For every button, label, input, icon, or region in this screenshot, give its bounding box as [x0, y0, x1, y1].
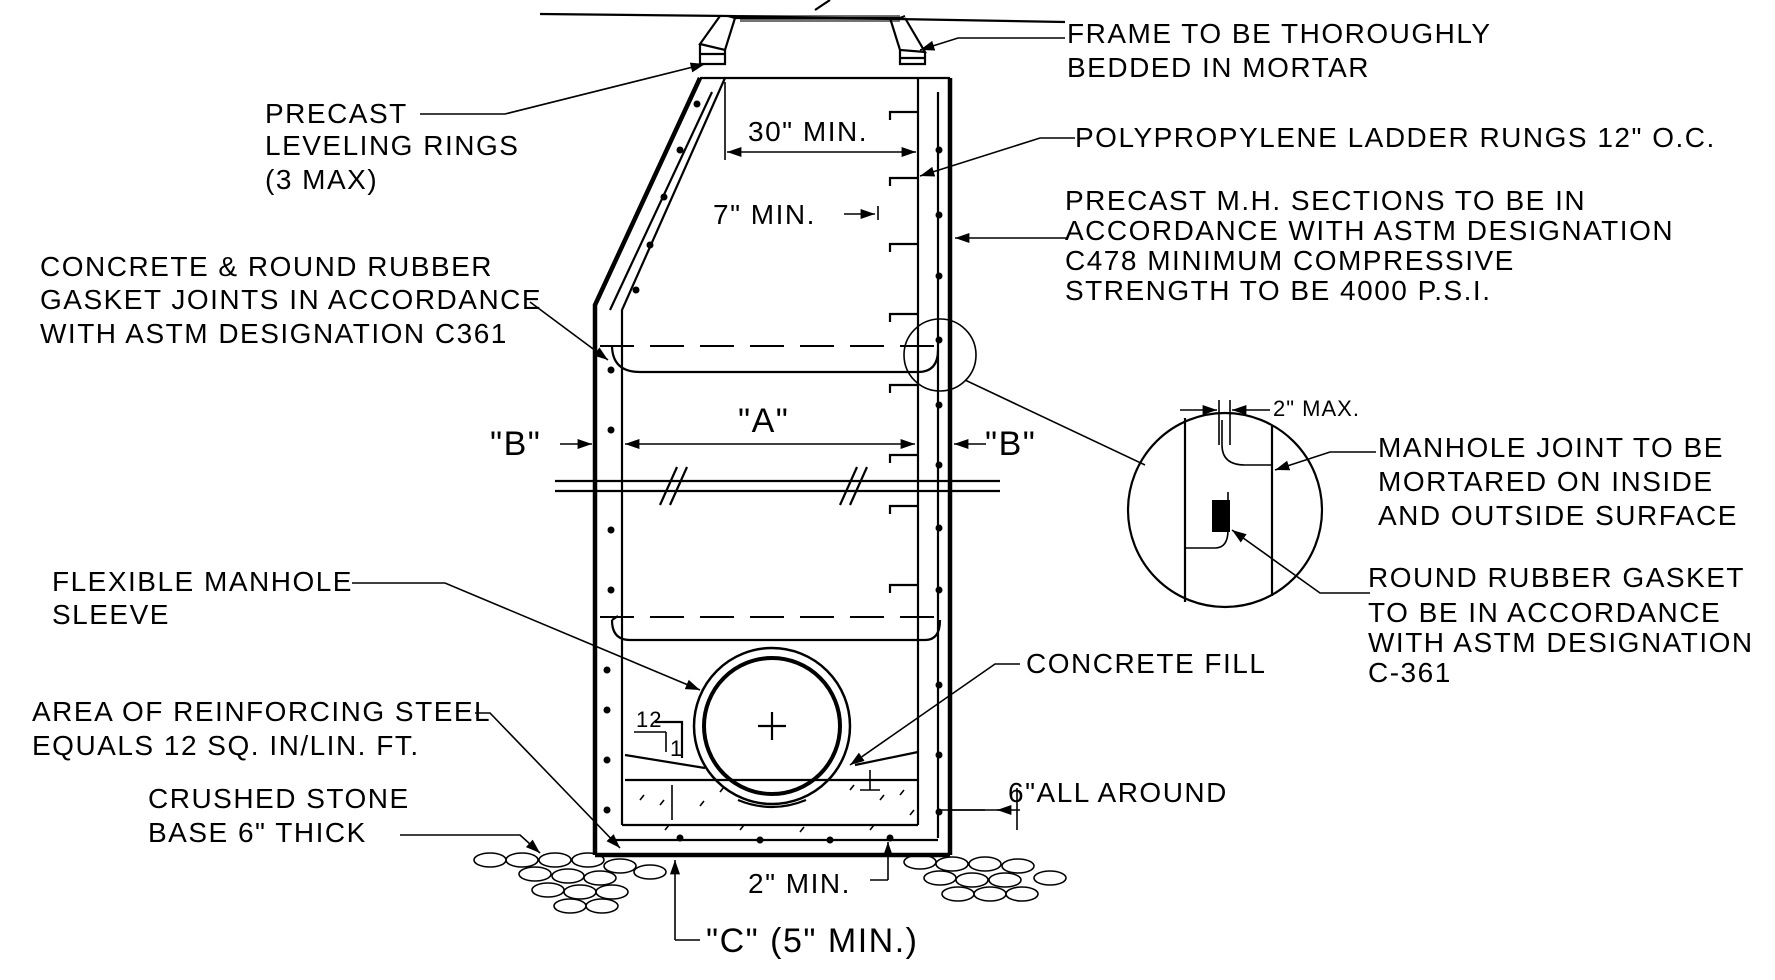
joints-note-line2: GASKET JOINTS IN ACCORDANCE: [40, 284, 542, 315]
sleeve-note-line1: FLEXIBLE MANHOLE: [52, 566, 353, 597]
dim-7-min: 7" MIN.: [713, 199, 816, 230]
dim-c-note: "C" (5" MIN.): [706, 922, 918, 960]
leader-lines: [352, 37, 1146, 854]
rungs-note: POLYPROPYLENE LADDER RUNGS 12" O.C.: [1075, 122, 1716, 153]
stone-note-line2: BASE 6" THICK: [148, 817, 367, 848]
dim-a: "A": [738, 402, 789, 440]
rings-note-line1: PRECAST: [265, 98, 408, 129]
crushed-stone-base: [473, 852, 1067, 914]
all-around-note: 6"ALL AROUND: [1008, 777, 1228, 808]
min-2-note: 2" MIN.: [748, 868, 851, 899]
steel-note-line1: AREA OF REINFORCING STEEL: [32, 696, 491, 727]
detail-gasket-line2: TO BE IN ACCORDANCE: [1368, 597, 1721, 628]
slope-run-label: 12: [636, 707, 662, 732]
dimension-lines: [560, 82, 1020, 941]
rings-note-line3: (3 MAX): [265, 164, 378, 195]
steel-note-line2: EQUALS 12 SQ. IN/LIN. FT.: [32, 730, 420, 761]
ladder-rungs: [888, 110, 918, 593]
detail-joint-line3: AND OUTSIDE SURFACE: [1378, 500, 1738, 531]
dim-b-left: "B": [490, 425, 541, 463]
frame-note-line2: BEDDED IN MORTAR: [1067, 52, 1370, 83]
sections-note-line2: ACCORDANCE WITH ASTM DESIGNATION: [1065, 215, 1674, 246]
frame-and-cover: [539, 0, 1066, 66]
concrete-fill-bench: [624, 720, 919, 833]
joints-note-line3: WITH ASTM DESIGNATION C361: [40, 318, 508, 349]
reinforcing-steel-dots: [603, 100, 943, 844]
slope-symbol: 12 1: [634, 707, 683, 761]
slope-rise-label: 1: [670, 736, 683, 761]
sections-note-line4: STRENGTH TO BE 4000 P.S.I.: [1065, 275, 1492, 306]
detail-2-max: 2" MAX.: [1273, 396, 1360, 421]
frame-note-line1: FRAME TO BE THOROUGHLY: [1067, 18, 1492, 49]
stone-note-line1: CRUSHED STONE: [148, 783, 410, 814]
joints-note-line1: CONCRETE & ROUND RUBBER: [40, 251, 493, 282]
break-lines: [555, 466, 1000, 506]
concrete-fill-note: CONCRETE FILL: [1026, 648, 1266, 679]
pipe-opening: [692, 646, 852, 809]
rings-note-line2: LEVELING RINGS: [265, 130, 519, 161]
detail-gasket-line1: ROUND RUBBER GASKET: [1368, 562, 1745, 593]
callout-text: FRAME TO BE THOROUGHLY BEDDED IN MORTAR …: [32, 18, 1754, 960]
sleeve-note-line2: SLEEVE: [52, 599, 170, 630]
dim-b-right: "B": [985, 425, 1036, 463]
sections-note-line1: PRECAST M.H. SECTIONS TO BE IN: [1065, 185, 1586, 216]
joint-detail-callout: [903, 318, 1376, 609]
dim-30-min: 30" MIN.: [748, 116, 868, 147]
detail-gasket-line3: WITH ASTM DESIGNATION: [1368, 627, 1754, 658]
detail-joint-line2: MORTARED ON INSIDE: [1378, 466, 1714, 497]
detail-gasket-line4: C-361: [1368, 657, 1452, 688]
sections-note-line3: C478 MINIMUM COMPRESSIVE: [1065, 245, 1515, 276]
joint-dashed-lines: [600, 345, 945, 618]
detail-joint-line1: MANHOLE JOINT TO BE: [1378, 432, 1724, 463]
